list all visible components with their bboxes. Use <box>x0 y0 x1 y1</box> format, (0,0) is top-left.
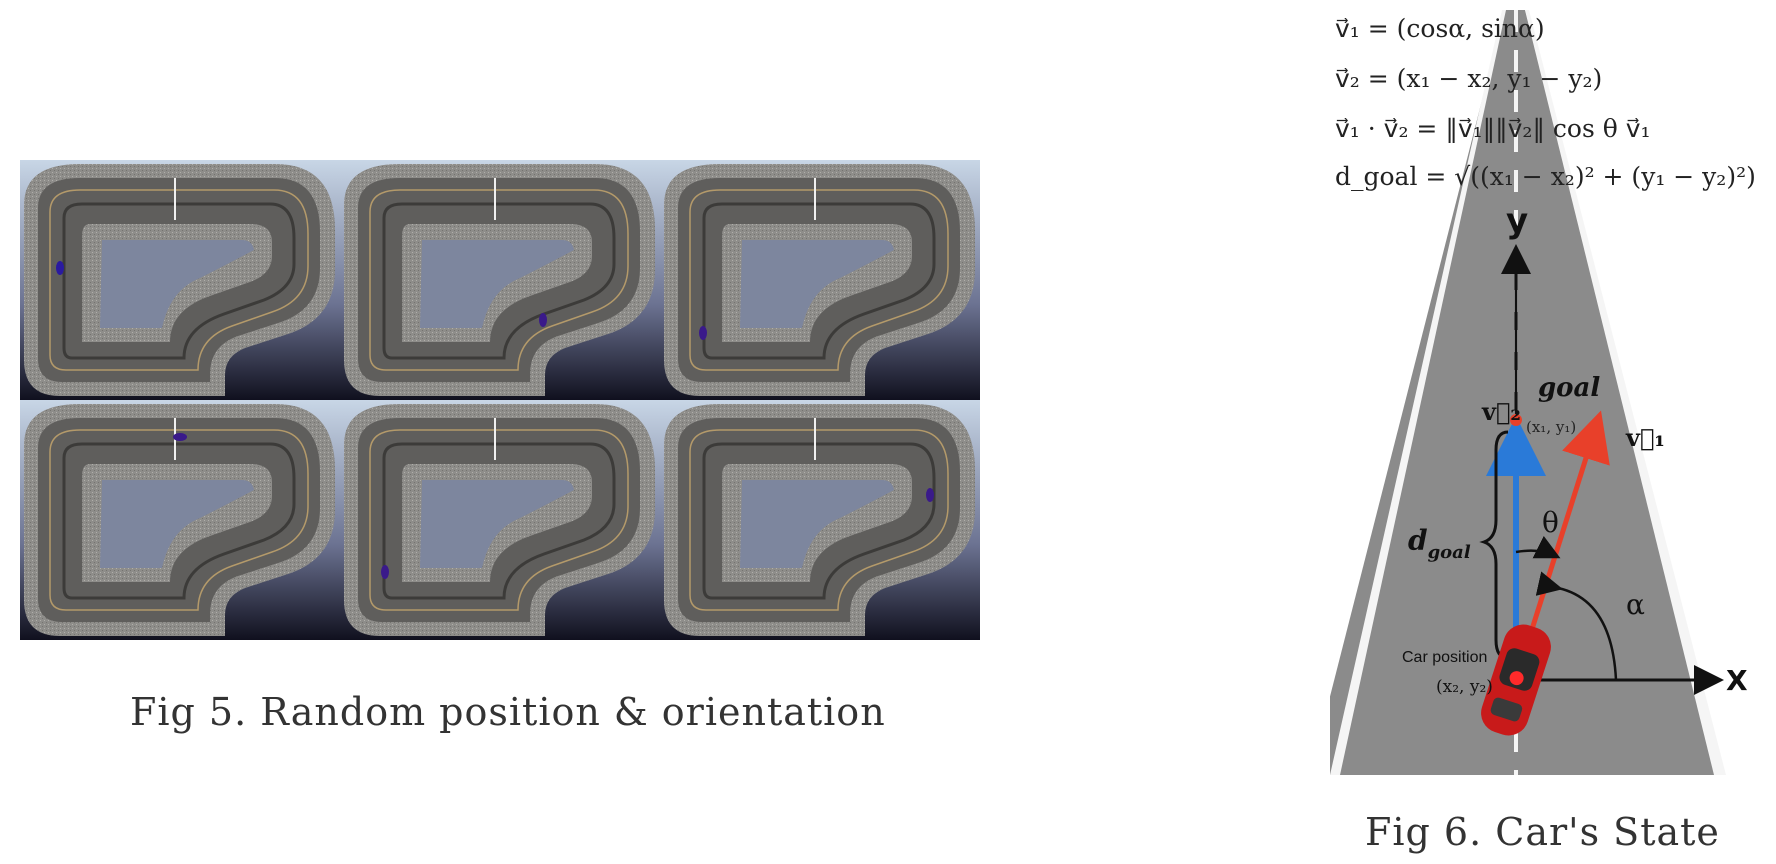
car-position-label: Car position <box>1402 649 1487 666</box>
alpha-label: α <box>1626 588 1645 621</box>
road-edge-right <box>1525 10 1726 775</box>
v1-label: v⃗₁ <box>1625 423 1665 452</box>
car-marker <box>699 326 707 340</box>
fig6-diagram: y X goal v⃗₂ (x₁, y₁) v⃗₁ θ α dgoal Car … <box>1310 0 1776 780</box>
car-body <box>1481 624 1551 736</box>
fig6-caption: Fig 6. Car's State <box>1365 810 1720 854</box>
fig5-panel-3 <box>658 158 982 402</box>
fig6-svg: y X goal v⃗₂ (x₁, y₁) v⃗₁ θ α dgoal Car … <box>1310 10 1748 775</box>
fig5-panel-1 <box>18 158 342 402</box>
equation-d-goal: d_goal = √((x₁ − x₂)² + (y₁ − y₂)²) <box>1335 162 1756 191</box>
car-marker <box>926 488 934 502</box>
fig5-svg <box>18 158 982 642</box>
alpha-arc <box>1535 571 1618 681</box>
goal-point-label: (x₁, y₁) <box>1526 418 1576 436</box>
car-marker <box>381 565 389 579</box>
d-goal-brace <box>1479 430 1509 660</box>
fig5-caption: Fig 5. Random position & orientation <box>130 690 886 734</box>
fig5-panel-4 <box>18 398 342 642</box>
road-edge-left <box>1330 10 1506 775</box>
theta-arc <box>1515 535 1561 559</box>
x-axis-label: X <box>1726 664 1748 697</box>
equation-v2: v⃗₂ = (x₁ − x₂, y₁ − y₂) <box>1335 64 1603 93</box>
equation-dot-product: v⃗₁ · v⃗₂ = ‖v⃗₁‖‖v⃗₂‖ cos θ v⃗₁ <box>1335 114 1651 143</box>
equation-v1: v⃗₁ = (cosα, sinα) <box>1335 14 1545 43</box>
fig5-panel-2 <box>338 158 662 402</box>
fig5-track-grid <box>18 158 982 642</box>
fig5-panel-5 <box>338 398 662 642</box>
d-goal-label: dgoal <box>1408 524 1471 563</box>
goal-point <box>1510 414 1522 426</box>
theta-label: θ <box>1542 506 1559 539</box>
y-axis-label: y <box>1506 201 1528 241</box>
car-marker <box>173 433 187 441</box>
v2-label: v⃗₂ <box>1481 397 1521 426</box>
fig5-panel-6 <box>658 398 982 642</box>
car-marker <box>56 261 64 275</box>
car-coords-label: (x₂, y₂) <box>1436 677 1493 697</box>
car-marker <box>539 313 547 327</box>
goal-label: goal <box>1538 373 1600 403</box>
